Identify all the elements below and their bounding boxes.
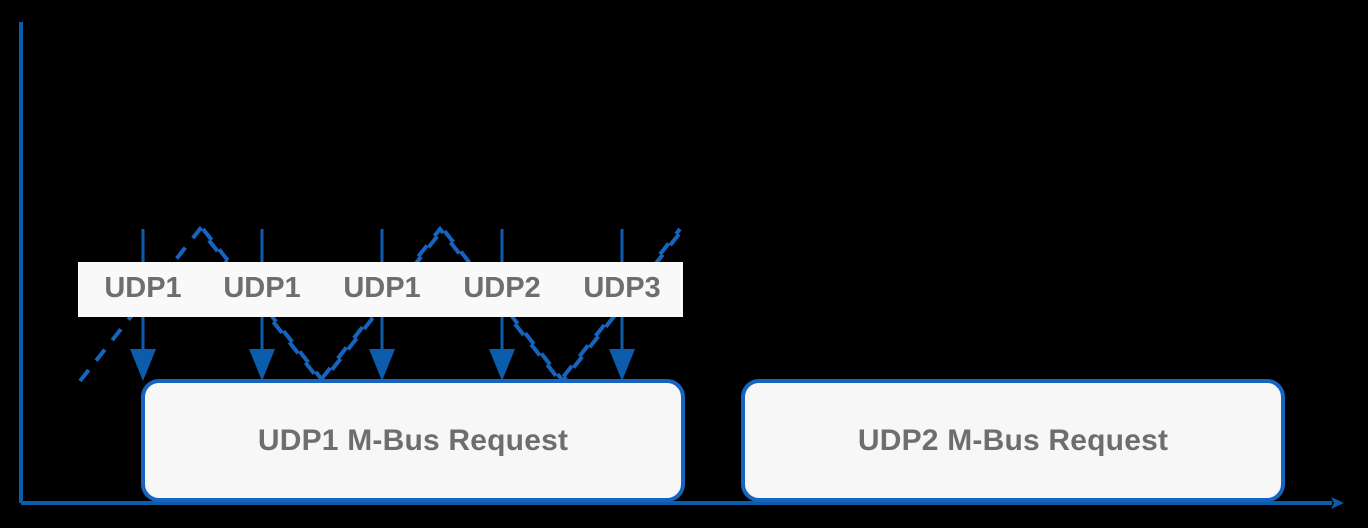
packet-label-band <box>78 262 683 317</box>
request-box-udp2-label: UDP2 M-Bus Request <box>857 423 1169 457</box>
request-box-udp2[interactable] <box>741 379 1285 502</box>
request-box-udp1-label: UDP1 M-Bus Request <box>257 423 569 457</box>
packet-label-udp2: UDP2 <box>463 272 541 304</box>
packet-label-udp3: UDP3 <box>583 272 661 304</box>
packet-label-udp1-a: UDP1 <box>104 272 182 304</box>
request-box-udp2-label-wrap: UDP2 M-Bus Request <box>743 381 1283 500</box>
packet-label-udp1-b: UDP1 <box>223 272 301 304</box>
request-box-udp1-label-wrap: UDP1 M-Bus Request <box>143 381 683 500</box>
packet-label-udp1-c: UDP1 <box>343 272 421 304</box>
dashed-zigzag-strand-a <box>78 225 682 385</box>
request-box-udp1[interactable] <box>141 379 685 502</box>
